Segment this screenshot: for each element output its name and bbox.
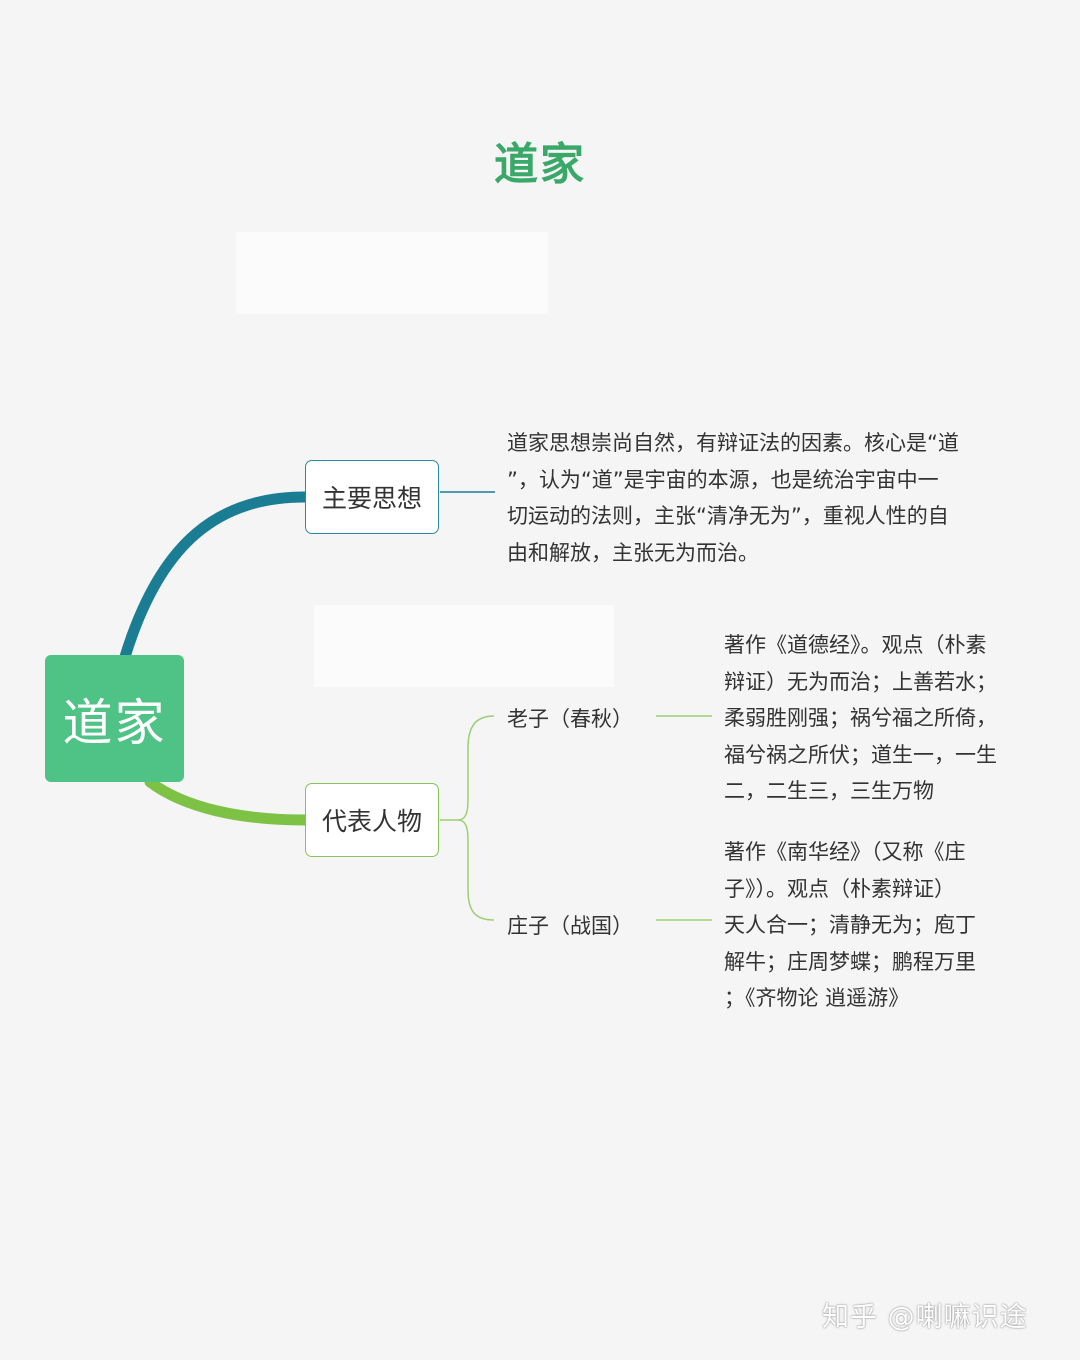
person-zhuangzi: 庄子（战国） (507, 914, 633, 938)
thought-branch-curve (118, 491, 311, 666)
faint-block-top (236, 232, 548, 314)
zhuangzi-description: 著作《南华经》（又称《庄 子》）。观点（朴素辩证） 天人合一；清静无为；庖丁 解… (724, 840, 976, 1010)
faint-block-middle (314, 605, 614, 687)
main-thought-description: 道家思想崇尚自然，有辩证法的因素。核心是“道 ”，认为“道”是宇宙的本源，也是统… (507, 431, 959, 565)
people-bracket-connector (440, 715, 495, 921)
watermark: 知乎 @喇嘛识途 (822, 1302, 1028, 1333)
person-laozi: 老子（春秋） (507, 707, 633, 731)
branch-node-main-thought: 主要思想 (305, 460, 439, 534)
page-title: 道家 (494, 139, 586, 190)
branch-node-representatives: 代表人物 (305, 783, 439, 857)
people-branch-curve (144, 776, 311, 826)
laozi-description: 著作《道德经》。观点（朴素 辩证）无为而治；上善若水； 柔弱胜刚强；祸兮福之所倚… (724, 633, 997, 803)
root-node: 道家 (45, 655, 184, 782)
